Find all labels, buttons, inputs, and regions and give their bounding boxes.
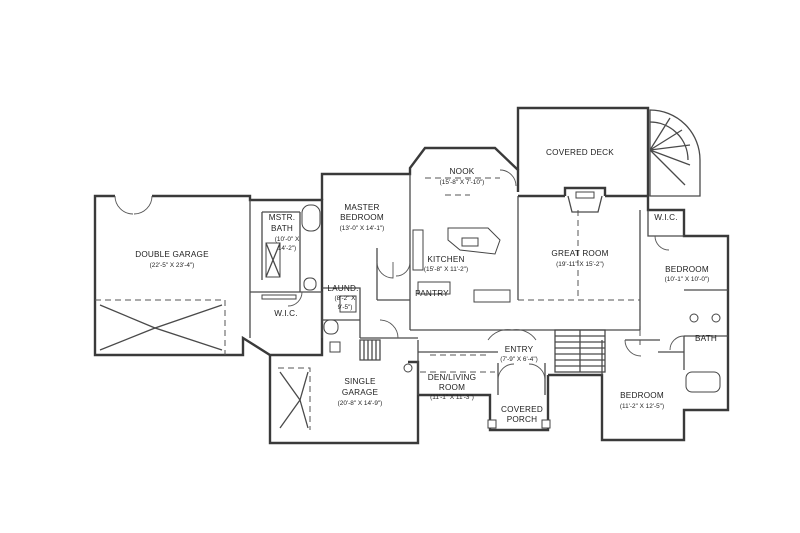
master-bedroom-label-1: MASTER bbox=[344, 203, 379, 212]
covered-deck-label: COVERED DECK bbox=[546, 148, 614, 157]
exterior-walls bbox=[93, 106, 730, 445]
bath-label: BATH bbox=[695, 334, 717, 343]
master-bath-dims-1: (10'-0" X bbox=[275, 236, 300, 243]
entry-dims: (7'-9" X 6'-4") bbox=[500, 356, 538, 363]
laundry-label: LAUND. bbox=[327, 284, 358, 293]
great-room-dims: (19'-11" X 15'-2") bbox=[556, 261, 604, 268]
double-garage-label: DOUBLE GARAGE bbox=[135, 250, 209, 259]
master-bath-label-2: BATH bbox=[271, 224, 293, 233]
wic-bedroom-label: W.I.C. bbox=[654, 213, 678, 222]
entry-label: ENTRY bbox=[505, 345, 534, 354]
great-room-label: GREAT ROOM bbox=[551, 249, 608, 258]
double-garage-dims: (22'-5" X 23'-4") bbox=[150, 262, 195, 269]
bedroom-1-dims: (10'-1" X 10'-0") bbox=[665, 276, 710, 283]
fireplace bbox=[563, 186, 607, 213]
den-living-dims: (11'-1" X 11'-3") bbox=[430, 394, 474, 401]
main-stair bbox=[359, 329, 606, 373]
room-labels: COVERED DECK NOOK (15'-8" X 7'-10") MAST… bbox=[135, 148, 717, 424]
covered-porch-label-2: PORCH bbox=[507, 415, 538, 424]
single-garage-dims: (20'-8" X 14'-9") bbox=[338, 400, 383, 407]
covered-porch-label-1: COVERED bbox=[501, 405, 543, 414]
master-bedroom-dims: (13'-0" X 14'-1") bbox=[340, 225, 385, 232]
interior-walls bbox=[249, 174, 728, 395]
kitchen-label: KITCHEN bbox=[427, 255, 464, 264]
nook-dims: (15'-8" X 7'-10") bbox=[440, 179, 485, 186]
single-garage-label-2: GARAGE bbox=[342, 388, 379, 397]
bath-fixtures bbox=[261, 204, 721, 393]
kitchen-fixtures bbox=[412, 227, 511, 303]
dashed-lines bbox=[95, 177, 641, 430]
single-garage-label-1: SINGLE bbox=[344, 377, 376, 386]
kitchen-dims: (15'-8" X 11'-2") bbox=[424, 266, 468, 273]
den-living-label-2: ROOM bbox=[439, 383, 465, 392]
pantry-label: PANTRY bbox=[415, 289, 449, 298]
spiral-stair bbox=[649, 109, 701, 197]
door-swings bbox=[114, 169, 685, 381]
laundry-dims-2: 9'-5") bbox=[338, 304, 353, 311]
laundry-dims-1: (8'-2" X bbox=[335, 295, 357, 302]
bedroom-2-label: BEDROOM bbox=[620, 391, 664, 400]
nook-label: NOOK bbox=[450, 167, 475, 176]
garage-door-lines bbox=[99, 304, 309, 429]
master-bath-label-1: MSTR. bbox=[269, 213, 295, 222]
wic-master-label: W.I.C. bbox=[274, 309, 298, 318]
master-bath-dims-2: 14'-2") bbox=[278, 245, 296, 252]
den-living-label-1: DEN/LIVING bbox=[428, 373, 476, 382]
bedroom-1-label: BEDROOM bbox=[665, 265, 709, 274]
bedroom-2-dims: (11'-2" X 12'-5") bbox=[620, 403, 664, 410]
porch-posts bbox=[403, 363, 551, 429]
master-bedroom-label-2: BEDROOM bbox=[340, 213, 384, 222]
